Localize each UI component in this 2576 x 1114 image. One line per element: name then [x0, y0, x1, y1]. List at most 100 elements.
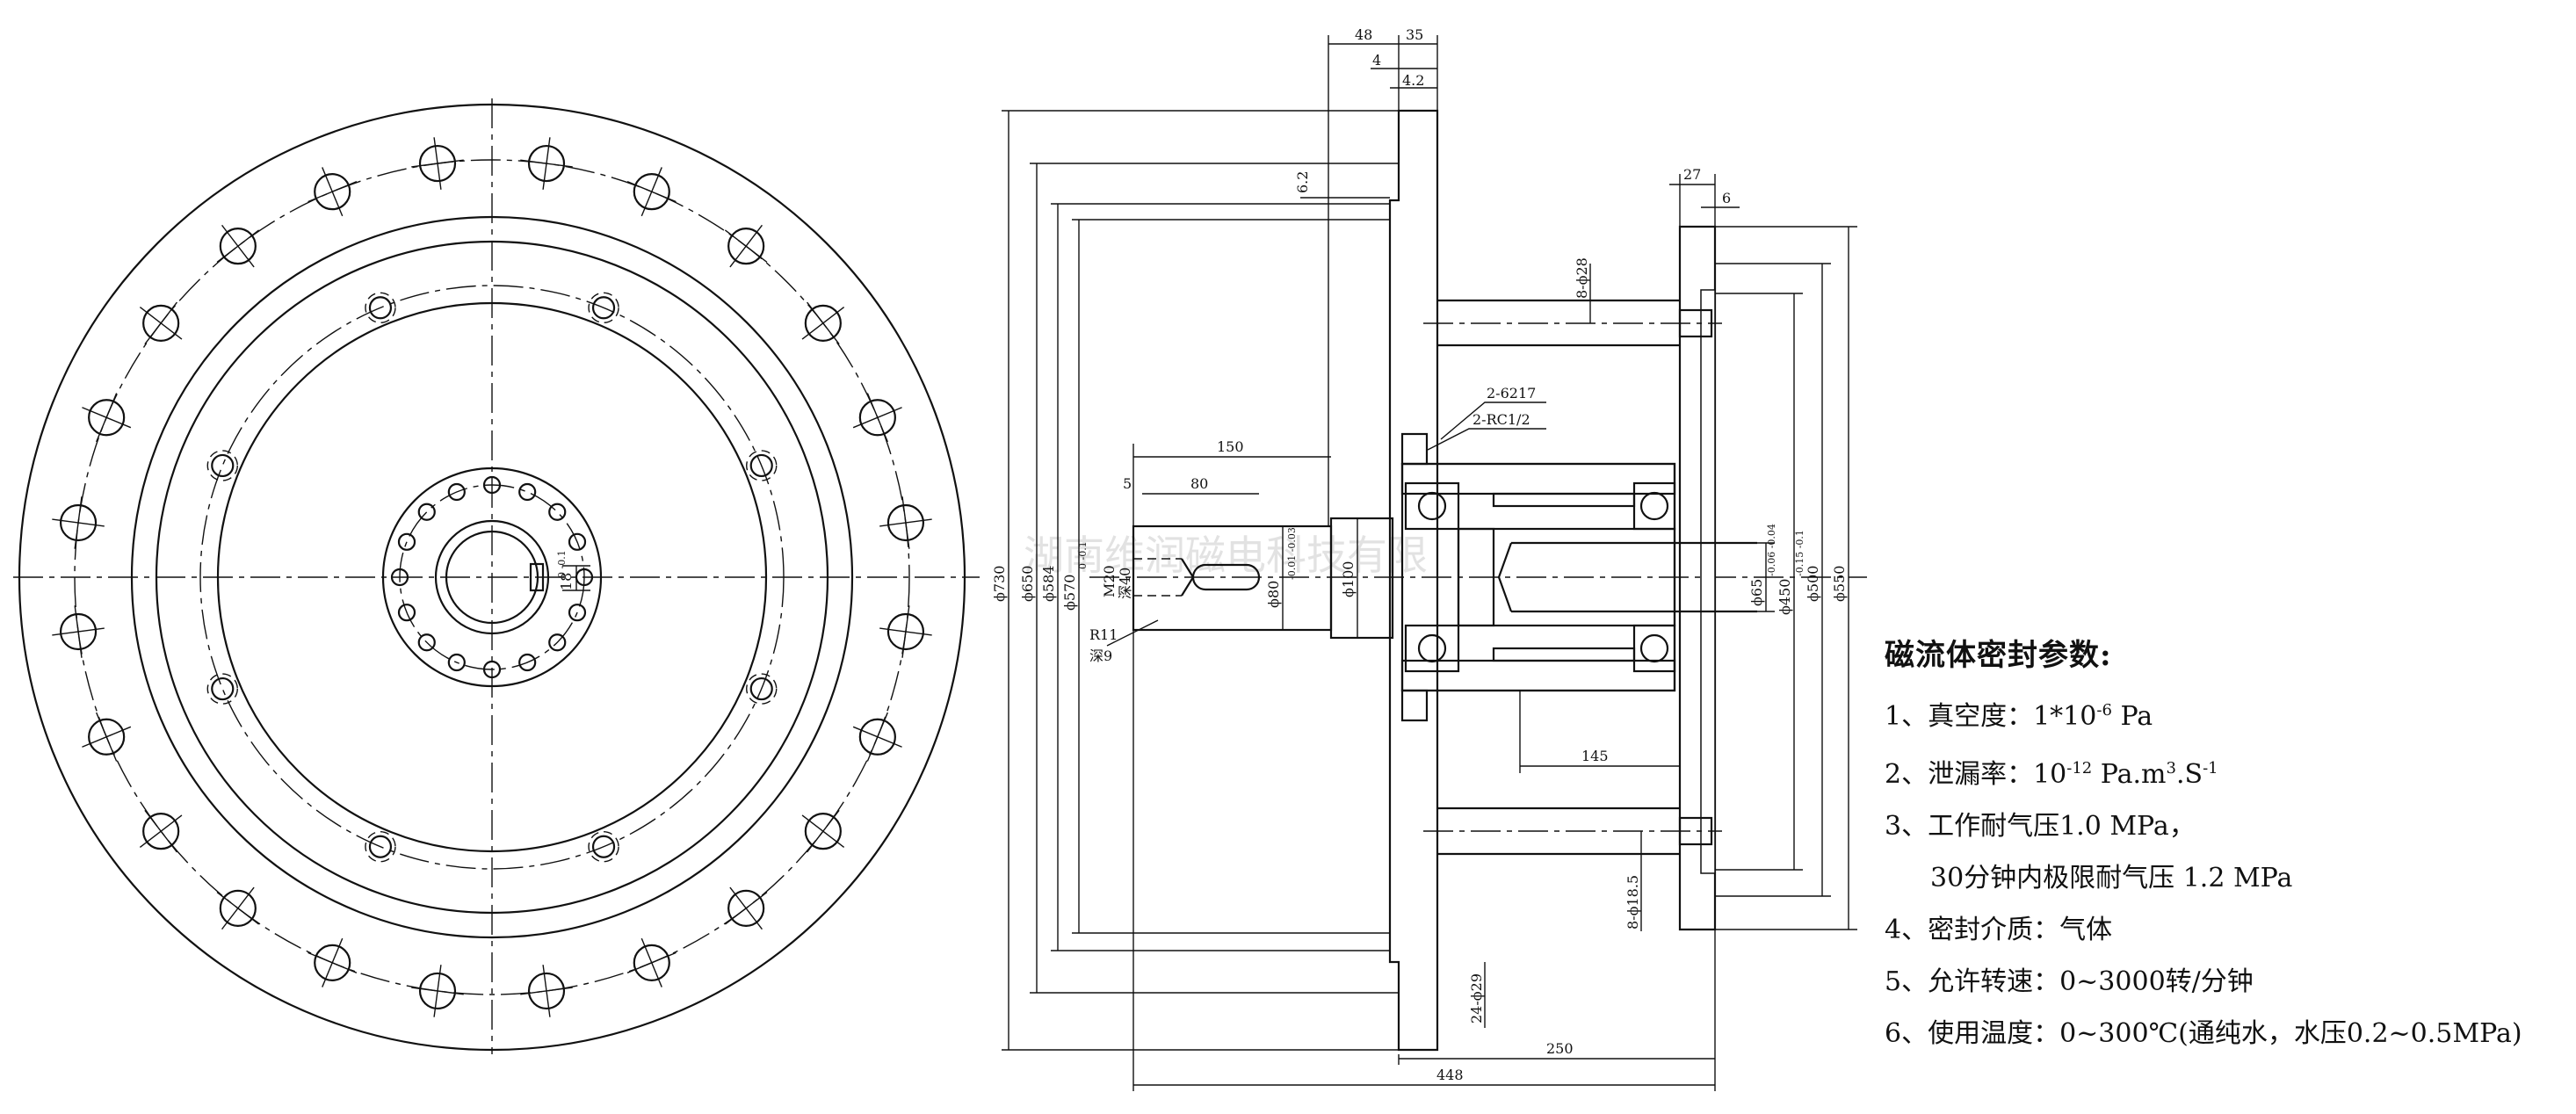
outer-bolt-hole [520, 965, 573, 1017]
hub-outer-circle [381, 467, 603, 688]
inner-bolt-hole [417, 503, 436, 521]
inner-bolt-hole [518, 653, 537, 672]
bolt-circle-middle [199, 285, 785, 870]
dim-m20: M20 [1101, 565, 1118, 597]
outer-bolt-hole [82, 393, 132, 443]
bolt-circle-outer [74, 159, 910, 995]
dim-6-2: 6.2 [1294, 171, 1311, 193]
dim-550: ϕ550 [1831, 566, 1848, 602]
outer-bolt-hole [801, 301, 845, 345]
outer-bolt-hole [852, 393, 902, 443]
dim-145: 145 [1581, 748, 1609, 764]
seal-parameters: 磁流体密封参数: 1、真空度：1*10-6 Pa 2、泄漏率：10-12 Pa.… [1885, 631, 2570, 1060]
right-flange-recess [1700, 289, 1716, 874]
param-4: 4、密封介质：气体 [1885, 915, 2113, 945]
outer-bolt-hole [724, 886, 768, 930]
outer-bolt-hole [139, 809, 183, 853]
outer-bolt-hole [308, 937, 358, 987]
outer-bolt-hole [411, 965, 464, 1017]
dim-24-29: 24-ϕ29 [1468, 973, 1485, 1024]
middle-hole-ring [206, 292, 778, 863]
dim-6: 6 [1722, 190, 1731, 206]
dim-100: ϕ100 [1340, 561, 1357, 597]
dim-deep40: 深40 [1117, 568, 1133, 599]
dim-80dia: ϕ80 [1265, 581, 1282, 608]
magnet-ring-bottom [1492, 647, 1636, 662]
outer-bolt-hole [52, 605, 105, 658]
middle-bolt-hole [588, 831, 619, 863]
inner-bolt-hole [482, 475, 502, 495]
inner-bolt-hole [548, 503, 567, 521]
param-5: 5、允许转速：0~3000转/分钟 [1885, 966, 2254, 997]
bearing-ball-right-top [1639, 491, 1669, 521]
inner-bolt-hole [568, 532, 587, 551]
inner-bolt-hole [482, 660, 502, 679]
inner-bolt-hole [397, 532, 416, 551]
inner-bolt-hole [397, 604, 416, 622]
shaft-keyway [1191, 563, 1261, 591]
param-1: 1、真空度：1*10-6 Pa [1885, 701, 2153, 732]
shaft-outer-circle [434, 519, 550, 635]
bearing-left-top [1404, 481, 1460, 531]
outer-bolt-hole [308, 167, 358, 217]
dim-8-28: 8-ϕ28 [1574, 257, 1590, 299]
dim-35: 35 [1406, 26, 1423, 43]
middle-bolt-hole [365, 292, 396, 323]
inner-bolt-hole [447, 482, 466, 502]
bolt-circle-inner [399, 484, 585, 670]
body-inner-circle [216, 301, 768, 853]
leader-2-6217 [1440, 401, 1546, 440]
dim-2-rc: 2-RC1/2 [1473, 411, 1530, 428]
outer-bolt-hole [520, 137, 573, 190]
outer-bolt-hole [52, 496, 105, 549]
outer-bolt-hole [724, 224, 768, 268]
outer-bolt-hole [879, 496, 932, 549]
tie-rod-nut-top [1678, 308, 1713, 338]
left-flange-section [1388, 109, 1439, 1052]
dim-4-2: 4.2 [1402, 72, 1424, 89]
outer-bolt-hole [801, 809, 845, 853]
keyway [529, 562, 545, 592]
dim-570-tol: 0 -0.1 [1077, 541, 1089, 569]
bearing-left-bottom [1404, 624, 1460, 673]
outer-hole-ring [52, 137, 932, 1017]
key-width-tol: 0 -0.1 [556, 550, 568, 578]
shaft-bore-circle [445, 530, 539, 625]
dim-570: ϕ570 [1061, 575, 1078, 611]
leader-2-rc [1427, 428, 1546, 451]
body-outer-circle [155, 240, 829, 915]
outer-bolt-hole [139, 301, 183, 345]
dim-8-18-5: 8-ϕ18.5 [1624, 875, 1641, 930]
inner-bolt-hole [417, 633, 436, 652]
params-title: 磁流体密封参数: [1885, 638, 2112, 673]
tie-rod-nut-bottom [1678, 816, 1713, 846]
bearing-ball-right-bottom [1639, 633, 1669, 663]
dim-27: 27 [1683, 166, 1701, 183]
dim-730: ϕ730 [991, 566, 1008, 602]
inner-bolt-hole [548, 633, 567, 652]
middle-bolt-hole [206, 673, 238, 705]
watermark: 湖南维润磁电科技有限 [1024, 532, 1428, 579]
dim-500: ϕ500 [1805, 566, 1821, 602]
outer-bolt-hole [82, 712, 132, 762]
dim-5: 5 [1123, 475, 1132, 492]
middle-bolt-hole [588, 292, 619, 323]
leader-r11 [1106, 619, 1159, 647]
outer-bolt-hole [626, 937, 677, 987]
outer-bolt-hole [216, 224, 260, 268]
bearing-ball-left-top [1417, 491, 1447, 521]
middle-bolt-hole [746, 450, 778, 481]
param-2: 2、泄漏率：10-12 Pa.m3.S-1 [1885, 759, 2218, 790]
dim-65: ϕ65 [1748, 579, 1765, 606]
inner-bolt-hole [447, 653, 466, 672]
inner-bolt-hole [390, 568, 409, 587]
dim-80-tol: -0.01 -0.03 [1286, 527, 1298, 580]
cooling-port-bottom [1400, 689, 1429, 722]
shaft-collar [1329, 517, 1394, 640]
outer-flange-circle [18, 103, 966, 1052]
dim-584: ϕ584 [1040, 566, 1057, 602]
magnet-ring-top [1492, 492, 1636, 508]
dim-65-tol: -0.06 -0.04 [1766, 524, 1777, 576]
bore-tip [1497, 542, 1513, 612]
inner-bolt-hole [568, 604, 587, 622]
